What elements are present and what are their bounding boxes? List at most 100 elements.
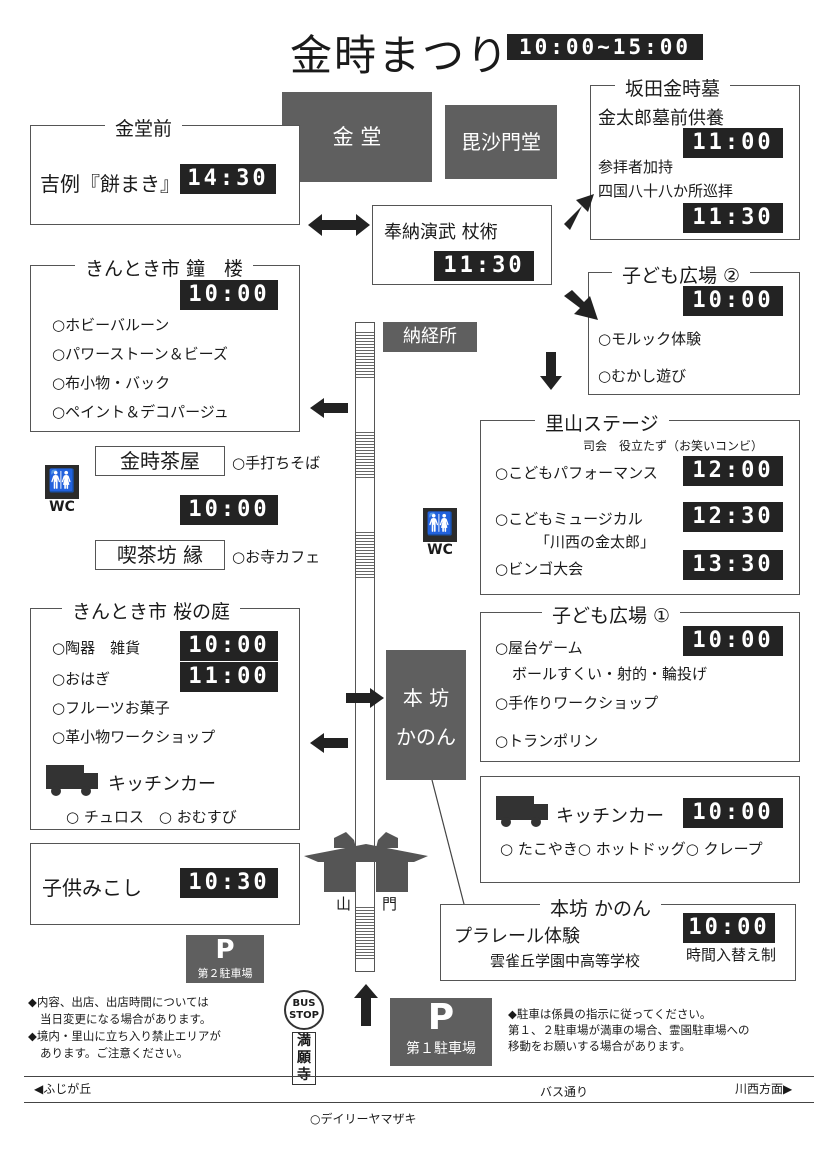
- shorou-item: ○ペイント＆デコパージュ: [52, 403, 229, 421]
- sanmon-label: 山: [336, 895, 352, 913]
- satoyama-item: ○こどもパフォーマンス: [495, 464, 658, 482]
- sanpai-kaji: 参拝者加持: [598, 158, 674, 176]
- sakura-time: 10:00: [180, 631, 278, 661]
- parking1-label: 第１駐車場: [406, 1041, 476, 1057]
- sakura-item: ○おはぎ: [52, 670, 111, 688]
- note-line: 第１、２駐車場が満車の場合、霊園駐車場への: [508, 1023, 750, 1037]
- wc-label: WC: [49, 499, 75, 515]
- arrow-down-right-icon: [564, 290, 598, 320]
- satoyama-item: ○こどもミュージカル: [495, 510, 643, 528]
- note-line: ◆内容、出店、出店時間については: [28, 995, 209, 1009]
- parking2-sign: P 第２駐車場: [186, 935, 264, 983]
- honbo-label: 本 坊: [402, 686, 450, 710]
- kodomo1-legend: 子ども広場 ①: [542, 601, 681, 628]
- page-title: 金時まつり: [290, 31, 511, 80]
- sakura-item: ○革小物ワークショップ: [52, 728, 216, 746]
- bishamon-building: 毘沙門堂: [445, 105, 557, 179]
- kissa-name: 喫茶坊 縁: [116, 543, 204, 567]
- honbo-building: 本 坊 かのん: [386, 650, 466, 780]
- shop-label: ○デイリーヤマザキ: [310, 1112, 417, 1126]
- chaya-time: 10:00: [180, 495, 278, 525]
- bishamon-label: 毘沙門堂: [461, 130, 541, 154]
- sakura-item: ○フルーツお菓子: [52, 699, 170, 717]
- satoyama-time: 12:00: [683, 456, 783, 486]
- kitchen2-food: ○ たこやき○ ホットドッグ○ クレープ: [500, 840, 763, 858]
- bus-name: 満: [297, 1033, 311, 1049]
- kodomo2-item: ○むかし遊び: [598, 367, 687, 385]
- satoyama-mc: 司会 役立たず（お笑いコンビ）: [583, 439, 764, 453]
- kodomo1-time: 10:00: [683, 626, 783, 656]
- sakura-food: ○ チュロス ○ おむすび: [66, 808, 237, 826]
- mikoshi-event: 子供みこし: [42, 876, 142, 900]
- chaya-sign: 金時茶屋: [95, 446, 225, 476]
- bus-stop-sign: BUS STOP 満 願 寺: [282, 990, 326, 1090]
- event-hours: 10:00~15:00: [507, 34, 703, 60]
- kanon-time: 10:00: [683, 913, 775, 943]
- road-line: [24, 1102, 814, 1103]
- note-line: 移動をお願いする場合があります。: [508, 1039, 691, 1053]
- kodomo2-legend: 子ども広場 ②: [612, 261, 751, 288]
- kodomo1-item-sub: ボールすくい・射的・輪投げ: [512, 665, 708, 683]
- noukyo-building: 納経所: [383, 322, 477, 352]
- food-truck-icon: [46, 765, 98, 796]
- bus-stop-text: STOP: [289, 1010, 319, 1021]
- kodomo1-item: ○手作りワークショップ: [495, 694, 659, 712]
- arrow-down-icon: [540, 352, 562, 390]
- parking-icon: P: [215, 935, 235, 965]
- arrow-right-icon: [346, 688, 384, 708]
- satoyama-item: ○ビンゴ大会: [495, 560, 584, 578]
- shorou-legend: きんとき市 鐘 楼: [75, 254, 254, 281]
- sakura-legend: きんとき市 桜の庭: [62, 597, 241, 624]
- chaya-desc: ○手打ちそば: [232, 454, 321, 472]
- sakura-kitchen: キッチンカー: [108, 774, 216, 795]
- satoyama-legend: 里山ステージ: [535, 409, 669, 436]
- arrow-left-icon: [310, 398, 348, 418]
- note-line: 当日変更になる場合があります。: [40, 1012, 212, 1026]
- road-center: バス通り: [540, 1085, 589, 1099]
- chaya-name: 金時茶屋: [120, 449, 200, 473]
- kodomo2-time: 10:00: [683, 286, 783, 316]
- noukyo-label: 納経所: [403, 326, 457, 347]
- kitchen2-time: 10:00: [683, 798, 783, 828]
- kondomae-legend: 金堂前: [105, 114, 183, 141]
- kodomo1-item: ○トランポリン: [495, 732, 599, 750]
- path-stairs: [356, 330, 374, 380]
- path-stairs: [356, 530, 374, 580]
- road-right: 川西方面▶: [735, 1082, 793, 1096]
- bozen-time: 11:00: [683, 128, 783, 158]
- parking-icon: P: [427, 997, 455, 1038]
- arrow-up-icon: [354, 984, 378, 1026]
- hounou-event: 奉納演武 杖術: [384, 222, 498, 243]
- kanon-legend: 本坊 かのん: [540, 894, 662, 921]
- bus-name: 寺: [297, 1067, 311, 1083]
- note-line: ◆駐車は係員の指示に従ってください。: [508, 1007, 712, 1021]
- shikoku-junpai: 四国八十八か所巡拝: [598, 182, 734, 200]
- parking1-sign: P 第１駐車場: [390, 998, 492, 1066]
- kanon-note: 時間入替え制: [686, 946, 777, 964]
- path-stairs: [356, 430, 374, 480]
- sanmon-gate-icon: [304, 832, 428, 892]
- kondo-building: 金 堂: [282, 92, 432, 182]
- arrow-left-icon: [310, 733, 348, 753]
- kitchen2-label: キッチンカー: [556, 806, 664, 827]
- restroom-icon: 🚻: [423, 508, 457, 542]
- kodomo2-item: ○モルック体験: [598, 330, 702, 348]
- shorou-time: 10:00: [180, 280, 278, 310]
- path-stairs: [356, 905, 374, 960]
- note-line: ◆境内・里山に立ち入り禁止エリアが: [28, 1029, 221, 1043]
- satoyama-time: 13:30: [683, 550, 783, 580]
- double-arrow-icon: [308, 214, 370, 236]
- junpai-time: 11:30: [683, 203, 783, 233]
- road-left: ◀ふじが丘: [34, 1082, 92, 1096]
- bus-stop-pole: 満 願 寺: [292, 1032, 316, 1085]
- sanmon-label: 門: [382, 895, 398, 913]
- restroom-left: 🚻 WC: [42, 465, 82, 515]
- kissa-desc: ○お寺カフェ: [232, 548, 321, 566]
- restroom-icon: 🚻: [45, 465, 79, 499]
- bus-top: BUS: [292, 998, 316, 1009]
- road-line: [24, 1076, 814, 1077]
- kodomo1-item: ○屋台ゲーム: [495, 639, 583, 657]
- notes-right: ◆駐車は係員の指示に従ってください。 第１、２駐車場が満車の場合、霊園駐車場への…: [508, 1006, 750, 1054]
- kanon-event: プラレール体験: [454, 926, 580, 947]
- mochimaki-event: 吉例『餅まき』: [40, 172, 180, 196]
